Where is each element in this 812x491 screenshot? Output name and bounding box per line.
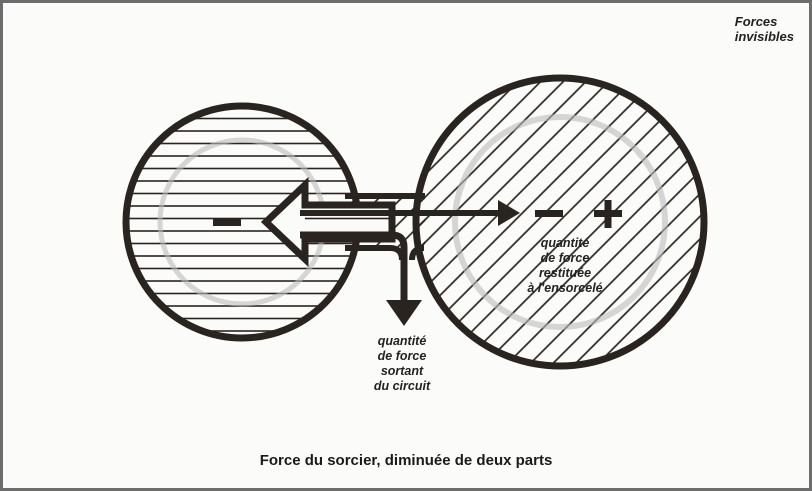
label-line: du circuit [373, 379, 431, 393]
label-line: quantité [377, 334, 427, 348]
section-title-line: invisibles [734, 29, 794, 44]
restored-force-arrow [300, 200, 520, 226]
label-line: restituée [538, 266, 592, 280]
figure-caption: Force du sorcier, diminuée de deux parts [259, 452, 553, 469]
section-title-line: Forces [734, 14, 778, 29]
plus-sign [594, 200, 622, 228]
leaving-force-arrow [300, 231, 422, 326]
label-line: de force [377, 349, 427, 363]
leaving-force-label: quantité de force sortant du circuit [362, 334, 442, 394]
minus-sign-right [535, 210, 563, 217]
bewitched-circle [412, 74, 708, 370]
label-line: quantité [540, 236, 590, 250]
label-line: à l'ensorcelé [527, 281, 603, 295]
label-line: de force [540, 251, 590, 265]
minus-sign-left [213, 219, 241, 226]
restored-force-label: quantité de force restituée à l'ensorcel… [520, 236, 610, 296]
section-title: Forces invisibles [735, 14, 794, 44]
label-line: sortant [380, 364, 424, 378]
